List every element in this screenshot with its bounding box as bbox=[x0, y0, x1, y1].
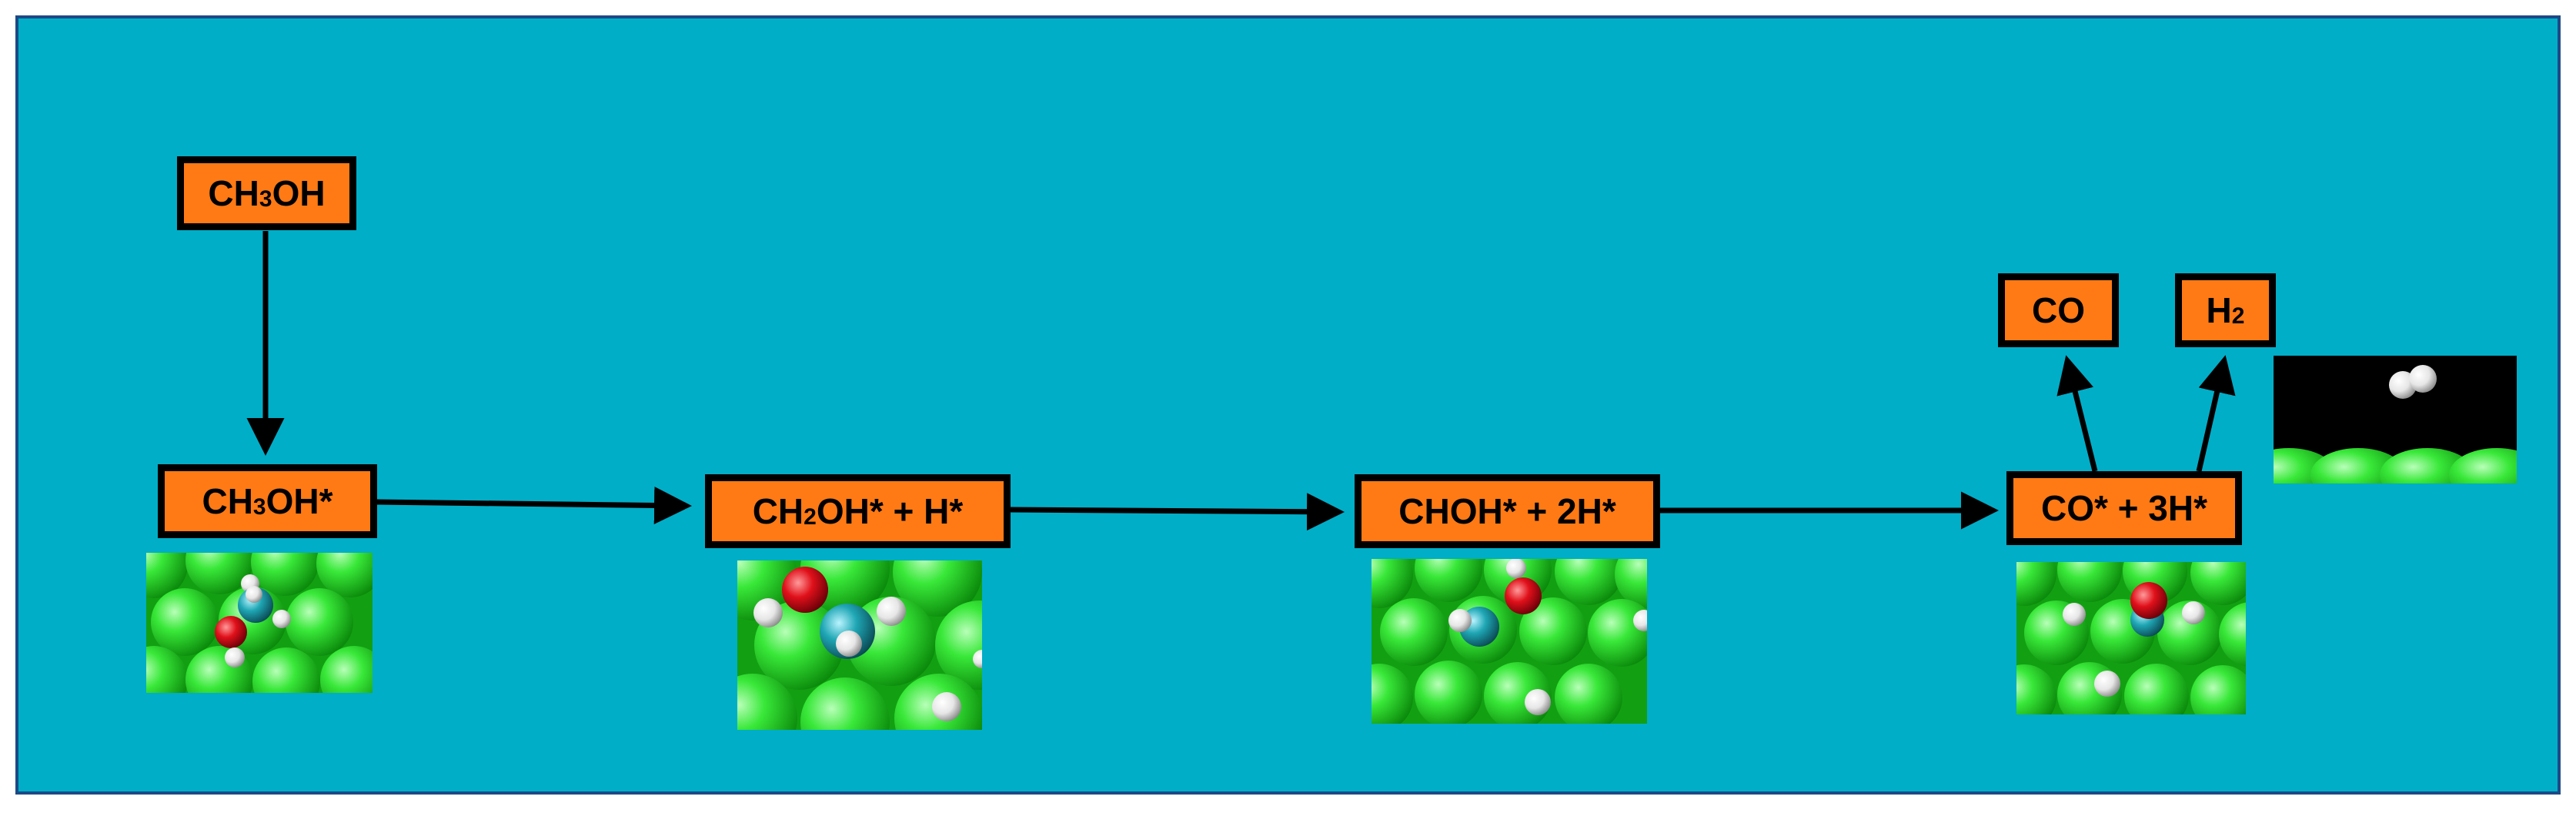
surface-layer bbox=[2274, 448, 2517, 483]
surface-atom bbox=[737, 674, 797, 730]
node-co: CO bbox=[1998, 273, 2119, 347]
snapshot-co-3h bbox=[2016, 562, 2246, 714]
hydrogen-atom bbox=[973, 650, 982, 668]
node-choh-2h-label: CHOH* + 2H* bbox=[1398, 491, 1616, 531]
oxygen-atom bbox=[1505, 577, 1542, 614]
surface-atom bbox=[2219, 602, 2246, 667]
hydrogen-atom bbox=[1525, 689, 1551, 715]
node-ch3oh-pre: CH bbox=[208, 173, 259, 213]
arrow-co-3h-to-h2 bbox=[2196, 355, 2236, 472]
hydrogen-atom bbox=[1506, 559, 1526, 578]
hydrogen-atom bbox=[2182, 601, 2205, 624]
surface-atom bbox=[2016, 664, 2056, 714]
hydrogen-atom bbox=[932, 692, 961, 721]
surface-atom bbox=[2016, 562, 2056, 606]
hydrogen-atom bbox=[1448, 609, 1472, 632]
node-h2-sub: 2 bbox=[2231, 303, 2245, 329]
surface-atom bbox=[1588, 599, 1647, 667]
surface-atom bbox=[185, 553, 253, 594]
hydrogen-atom bbox=[2094, 671, 2120, 697]
hydrogen-atom bbox=[246, 586, 262, 603]
surface-atom bbox=[1380, 598, 1448, 666]
node-ch3oh-sub: 3 bbox=[259, 186, 272, 212]
surface-atom bbox=[251, 553, 319, 596]
snapshot-h2-desorbed bbox=[2274, 356, 2517, 483]
hydrogen-atom bbox=[877, 597, 906, 626]
surface-atom bbox=[252, 647, 320, 693]
oxygen-atom bbox=[782, 567, 828, 613]
surface-atom bbox=[2057, 562, 2122, 602]
surface-atom bbox=[146, 553, 188, 598]
surface-atom bbox=[1415, 559, 1482, 602]
hydrogen-atom bbox=[2063, 603, 2086, 626]
arrow-ch3oh-ads-to-ch2oh bbox=[376, 486, 692, 524]
snapshot-choh-2h bbox=[1372, 559, 1647, 724]
node-choh-2h: CHOH* + 2H* bbox=[1355, 474, 1660, 548]
surface-atom bbox=[1555, 664, 1622, 724]
surface-atom bbox=[320, 646, 373, 693]
node-co-3h: CO* + 3H* bbox=[2006, 471, 2242, 545]
surface-atom bbox=[1415, 661, 1482, 724]
oxygen-atom bbox=[215, 616, 247, 648]
snapshot-ch3oh-adsorbed bbox=[146, 553, 373, 693]
surface-atom bbox=[146, 646, 188, 693]
arrow-co-3h-to-co bbox=[2056, 355, 2098, 472]
surface-atom bbox=[2449, 448, 2517, 483]
hydrogen-atom bbox=[1633, 610, 1647, 631]
node-ch2oh-h-sub: 2 bbox=[804, 504, 817, 530]
surface-atom bbox=[2190, 665, 2246, 714]
arrow-ch2oh-to-choh bbox=[1010, 493, 1345, 531]
surface-atom bbox=[316, 553, 373, 597]
hydrogen-atom bbox=[2409, 365, 2437, 393]
surface-atom bbox=[935, 601, 982, 690]
node-ch3oh-adsorbed-sub: 3 bbox=[252, 494, 266, 520]
surface-atom bbox=[2157, 601, 2222, 665]
surface-atom bbox=[1615, 559, 1647, 608]
node-ch3oh-adsorbed-post: OH* bbox=[266, 481, 333, 521]
node-ch2oh-h-pre: CH bbox=[752, 491, 804, 531]
node-co-label: CO bbox=[2032, 290, 2085, 330]
node-ch3oh-adsorbed-pre: CH bbox=[202, 481, 253, 521]
surface-atom bbox=[1372, 559, 1413, 608]
surface-atom bbox=[286, 588, 353, 656]
hydrogen-atom bbox=[225, 647, 245, 667]
surface-atom bbox=[893, 560, 982, 617]
surface-atom bbox=[1555, 559, 1622, 605]
hydrogen-atom bbox=[753, 598, 783, 627]
node-ch2oh-h-post: OH* + H* bbox=[816, 491, 964, 531]
hydrogen-atom bbox=[836, 631, 862, 657]
oxygen-atom bbox=[2130, 582, 2167, 619]
surface-atom bbox=[800, 678, 890, 730]
node-co-3h-label: CO* + 3H* bbox=[2040, 488, 2208, 528]
surface-atom bbox=[2124, 664, 2189, 714]
hydrogen-atom bbox=[272, 610, 291, 628]
surface-atom bbox=[1519, 597, 1587, 665]
node-h2-pre: H bbox=[2206, 290, 2232, 330]
surface-atom bbox=[2190, 562, 2246, 605]
surface-atom bbox=[151, 588, 219, 656]
snapshot-ch2oh-h bbox=[737, 560, 982, 730]
node-ch3oh-post: OH bbox=[272, 173, 326, 213]
surface-atom bbox=[1372, 664, 1413, 724]
